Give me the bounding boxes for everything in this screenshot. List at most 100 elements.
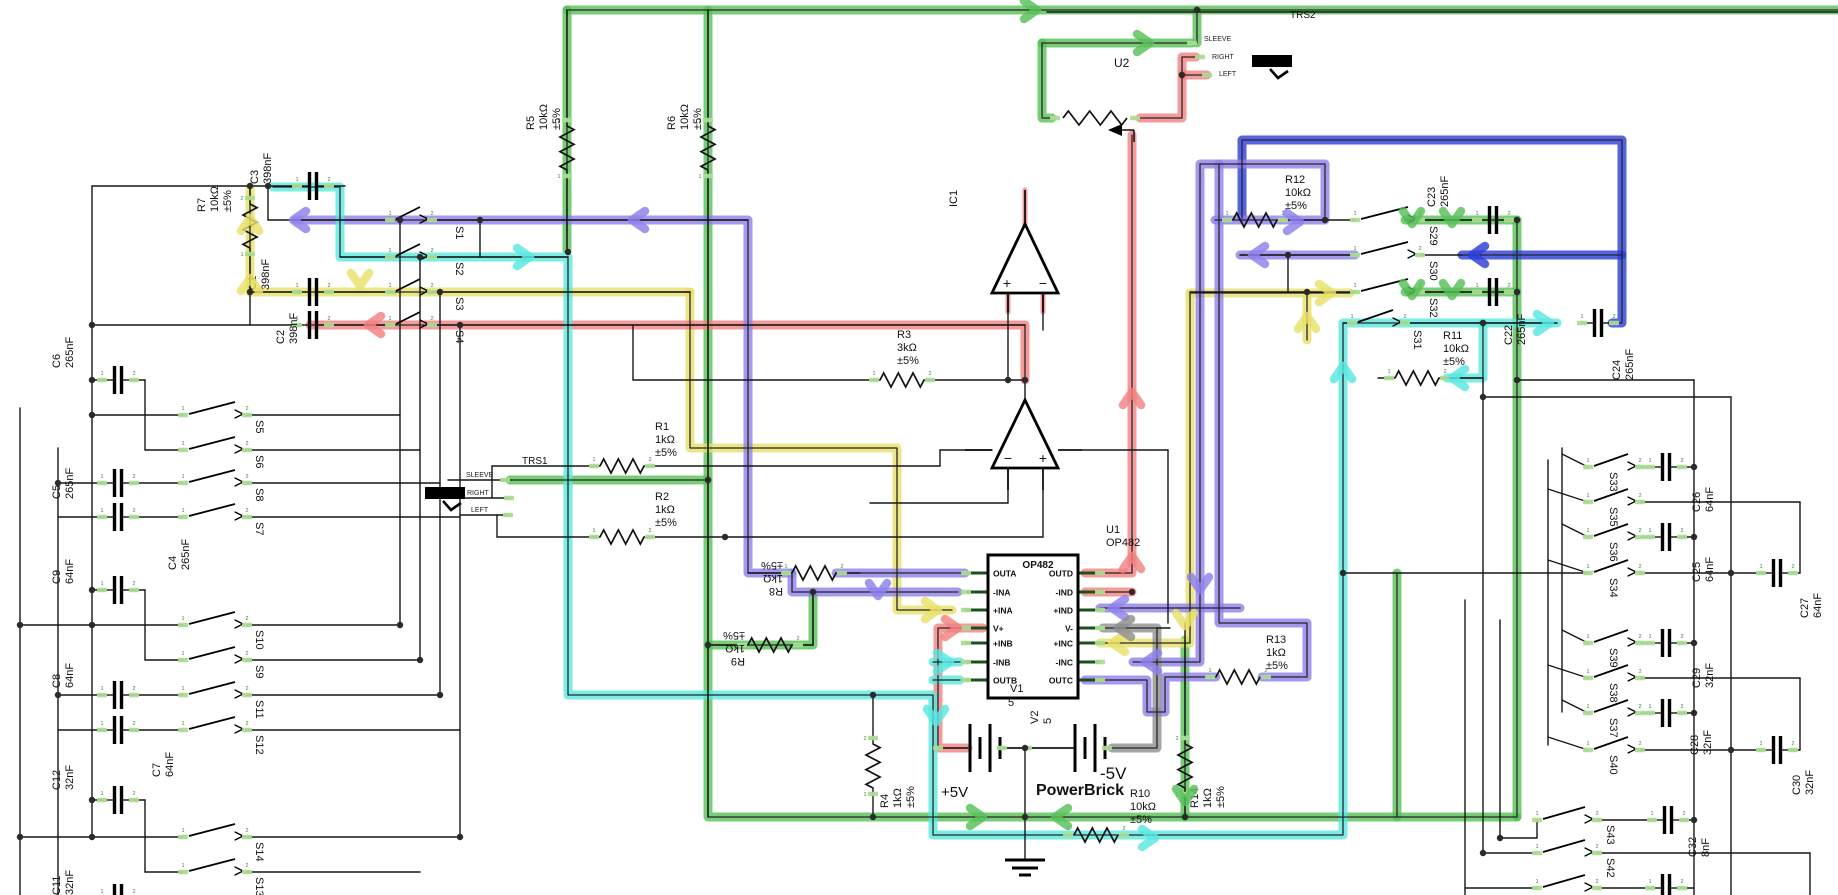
resistor-body[interactable] bbox=[864, 743, 882, 789]
pot-body[interactable] bbox=[1062, 109, 1128, 127]
switch-lever[interactable] bbox=[1593, 736, 1629, 750]
resistor-body[interactable] bbox=[1394, 369, 1440, 387]
resistor-body[interactable] bbox=[241, 203, 259, 249]
highlight-red[interactable] bbox=[1080, 130, 1137, 578]
resistor-body[interactable] bbox=[1073, 826, 1119, 844]
switch-lever[interactable] bbox=[1542, 874, 1586, 888]
resistor-body[interactable] bbox=[879, 371, 925, 389]
potentiometer-U2[interactable]: U2 bbox=[1050, 56, 1140, 142]
switch-lever[interactable] bbox=[1593, 488, 1629, 502]
switch-lever[interactable] bbox=[1593, 664, 1629, 678]
switch-lever[interactable] bbox=[1357, 309, 1394, 323]
highlight-purple[interactable] bbox=[1080, 672, 1221, 717]
highlight-red[interactable] bbox=[933, 623, 988, 753]
jack-body[interactable] bbox=[425, 487, 465, 499]
opamp-U1A[interactable]: +− bbox=[965, 396, 1082, 490]
resistor-body[interactable] bbox=[1176, 743, 1194, 789]
switch-lever[interactable] bbox=[395, 278, 421, 292]
battery-V2[interactable] bbox=[1022, 724, 1112, 772]
switch-lever[interactable] bbox=[1542, 839, 1586, 853]
switch-lever[interactable] bbox=[188, 401, 236, 415]
switch-lever[interactable] bbox=[1593, 523, 1629, 537]
resistor-body[interactable] bbox=[699, 125, 717, 171]
ic-body[interactable] bbox=[986, 553, 1080, 700]
battery-V1[interactable] bbox=[933, 724, 1023, 772]
opamp-IC1[interactable]: +−IC1 bbox=[948, 190, 1061, 312]
jack-body[interactable] bbox=[1252, 55, 1292, 67]
highlight-red[interactable] bbox=[305, 320, 1030, 385]
highlight-green[interactable] bbox=[1037, 38, 1057, 123]
resistor-body[interactable] bbox=[1215, 668, 1261, 686]
highlight-purple[interactable] bbox=[1214, 159, 1312, 682]
resistor-body[interactable] bbox=[558, 125, 576, 171]
opamp-body[interactable] bbox=[989, 396, 1061, 470]
switch-lever[interactable] bbox=[1593, 559, 1629, 573]
switch-lever[interactable] bbox=[188, 716, 236, 730]
switch-lever[interactable] bbox=[188, 611, 236, 625]
resistor-body[interactable] bbox=[747, 636, 793, 654]
switch-lever[interactable] bbox=[188, 646, 236, 660]
switch-lever[interactable] bbox=[1593, 453, 1629, 467]
resistor-body[interactable] bbox=[599, 457, 645, 475]
resistor-body[interactable] bbox=[791, 564, 837, 582]
highlight-yellow[interactable] bbox=[685, 287, 957, 615]
highlight-purple[interactable] bbox=[1128, 159, 1330, 667]
switch-lever[interactable] bbox=[188, 503, 236, 517]
switch-lever[interactable] bbox=[1360, 241, 1409, 255]
switch-lever[interactable] bbox=[395, 243, 421, 257]
switch-lever[interactable] bbox=[1593, 699, 1629, 713]
switch-lever[interactable] bbox=[188, 858, 236, 872]
